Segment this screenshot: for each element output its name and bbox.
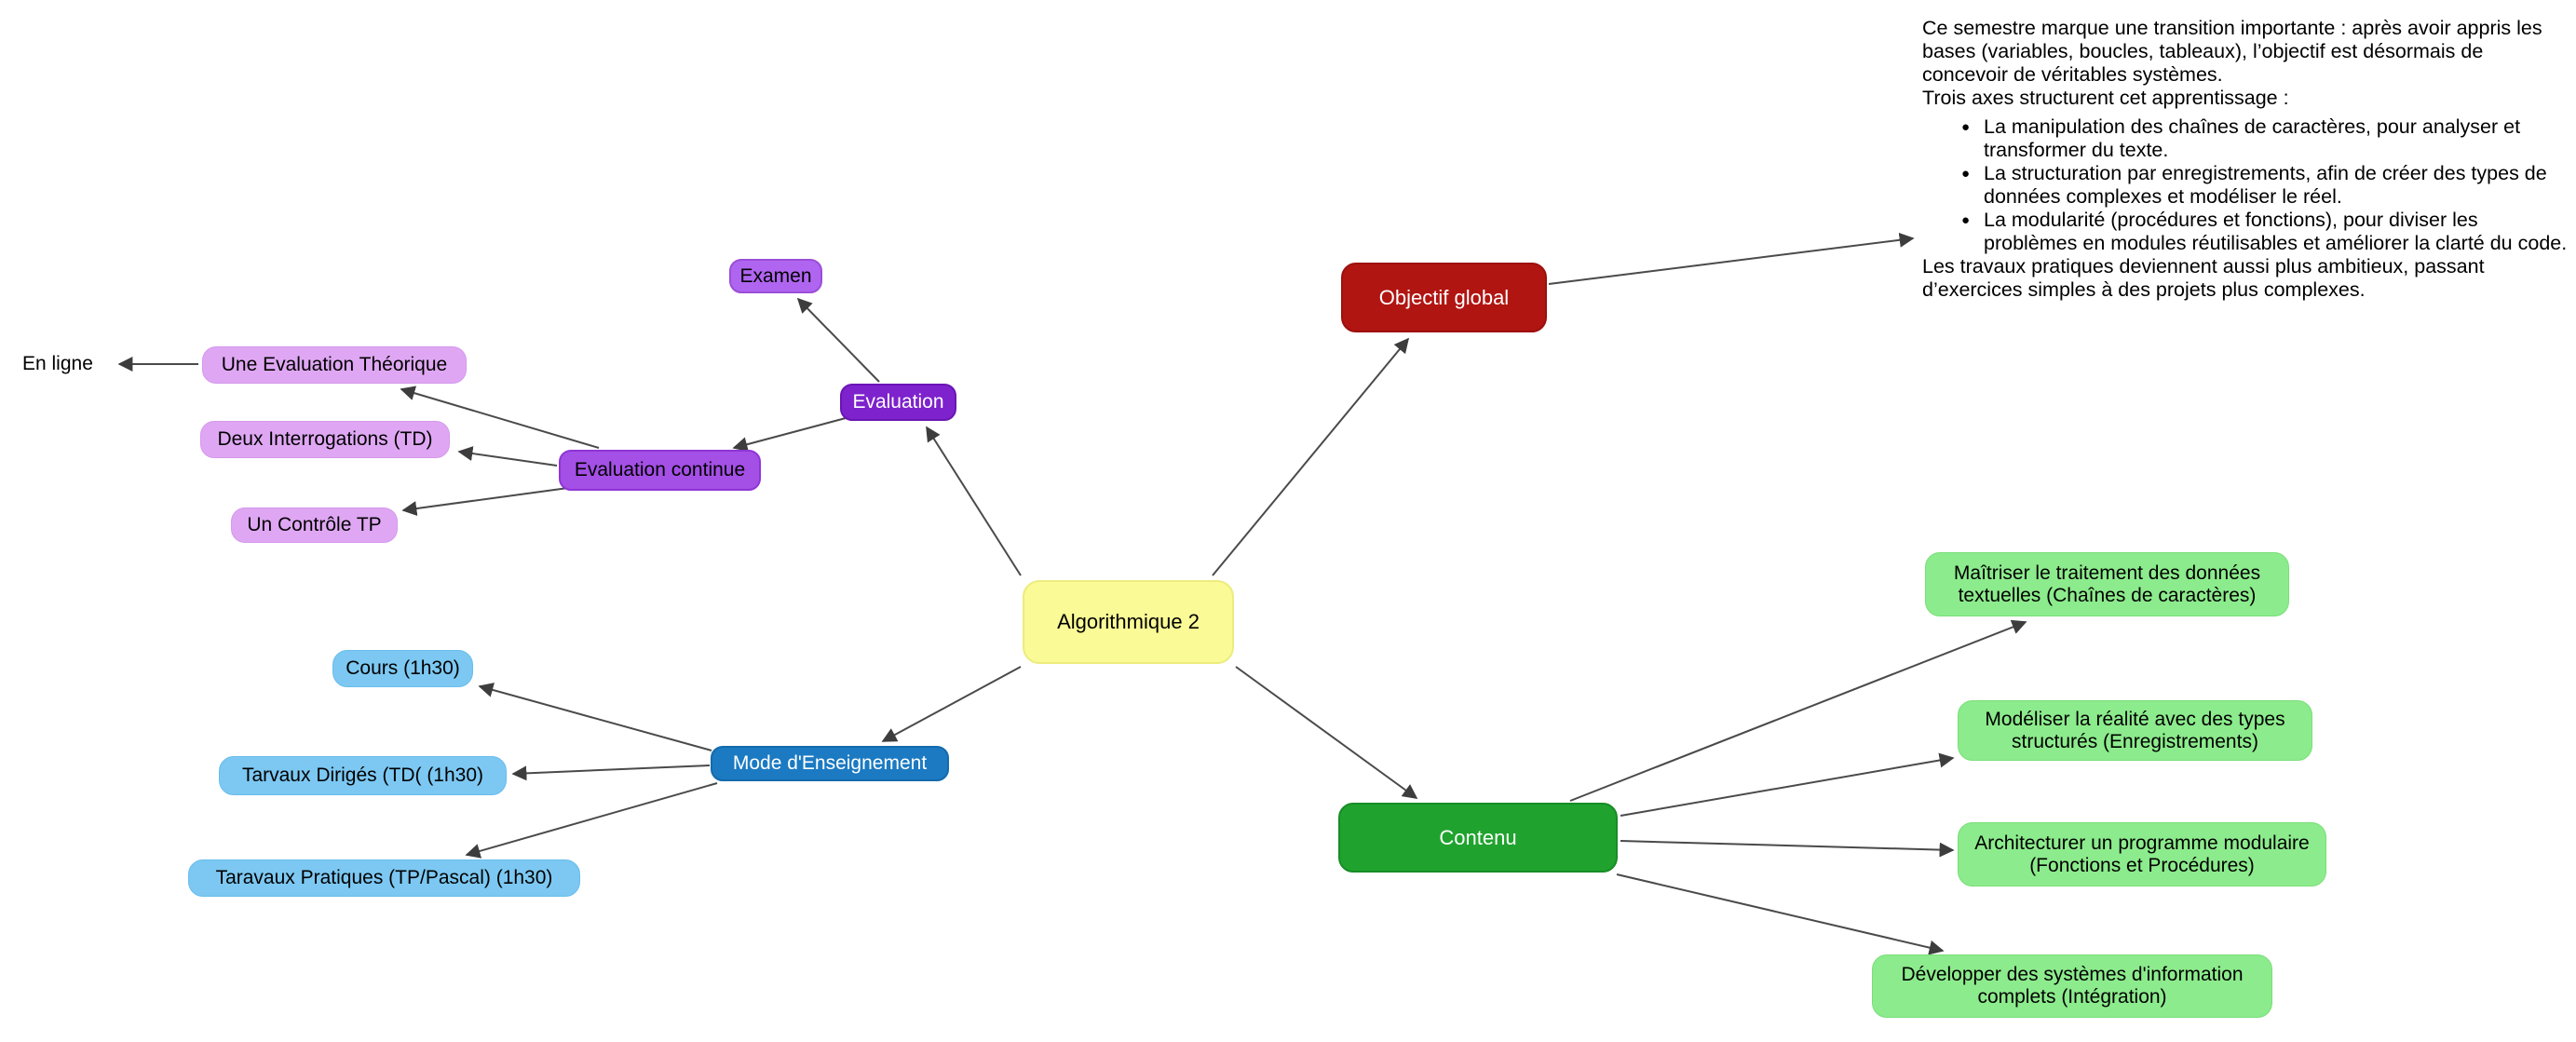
note-intro: Ce semestre marque une transition import…: [1922, 17, 2542, 86]
note-bullet: La manipulation des chaînes de caractère…: [1961, 115, 2574, 162]
node-evaluation[interactable]: Evaluation: [840, 384, 956, 421]
connector-objectif-global-note: [1548, 232, 1915, 285]
node-contenu[interactable]: Contenu: [1338, 803, 1618, 873]
node-travaux-diriges[interactable]: Tarvaux Dirigés (TD( (1h30): [219, 756, 507, 795]
node-algorithmique-2[interactable]: Algorithmique 2: [1023, 580, 1234, 664]
connector-algorithmique-objectif-global: [1212, 337, 1410, 576]
connector-contenu-architecturer: [1620, 840, 1955, 858]
node-maitriser-donnees-textuelles[interactable]: Maîtriser le traitement des données text…: [1925, 552, 2289, 616]
connector-algorithmique-evaluation: [926, 426, 1022, 576]
note-bullet: La modularité (procédures et fonctions),…: [1961, 209, 2574, 255]
node-evaluation-continue[interactable]: Evaluation continue: [559, 450, 761, 491]
connector-evaluation-examen: [796, 297, 880, 383]
connector-evaluation-continue-une-evaluation-theorique: [400, 386, 600, 449]
connector-mode-travaux-diriges: [511, 765, 711, 781]
node-architecturer-programme[interactable]: Architecturer un programme modulaire (Fo…: [1958, 822, 2326, 886]
node-mode-denseignement[interactable]: Mode d'Enseignement: [711, 746, 949, 781]
node-cours-1h30[interactable]: Cours (1h30): [332, 650, 473, 687]
connector-algorithmique-contenu: [1235, 666, 1418, 799]
note-outro: Les travaux pratiques deviennent aussi p…: [1922, 255, 2485, 301]
node-examen[interactable]: Examen: [729, 259, 822, 293]
connector-contenu-maitriser: [1569, 619, 2027, 802]
node-developper-systemes[interactable]: Développer des systèmes d'information co…: [1872, 954, 2272, 1018]
node-deux-interrogations-td[interactable]: Deux Interrogations (TD): [200, 421, 450, 458]
node-modeliser-realite[interactable]: Modéliser la réalité avec des types stru…: [1958, 700, 2312, 761]
node-travaux-pratiques[interactable]: Taravaux Pratiques (TP/Pascal) (1h30): [188, 859, 580, 897]
connector-evaluation-continue-deux-interrogations: [457, 446, 558, 467]
connector-evaluation-evaluation-continue: [732, 417, 847, 453]
connector-mode-cours: [478, 683, 712, 751]
connector-contenu-developper: [1616, 873, 1945, 955]
connector-evaluation-continue-un-controle-tp: [401, 487, 569, 516]
note-bullet: La structuration par enregistrements, af…: [1961, 162, 2574, 209]
objective-note: Ce semestre marque une transition import…: [1922, 17, 2574, 302]
connector-algorithmique-mode-denseignement: [881, 666, 1022, 742]
connector-mode-travaux-pratiques: [465, 782, 718, 859]
note-bullet-list: La manipulation des chaînes de caractère…: [1961, 115, 2574, 255]
note-axes-heading: Trois axes structurent cet apprentissage…: [1922, 87, 2289, 109]
node-un-controle-tp[interactable]: Un Contrôle TP: [231, 507, 398, 543]
node-une-evaluation-theorique[interactable]: Une Evaluation Théorique: [202, 346, 467, 384]
node-objectif-global[interactable]: Objectif global: [1341, 263, 1547, 332]
connector-contenu-modeliser: [1620, 752, 1955, 817]
node-en-ligne[interactable]: En ligne: [22, 353, 93, 374]
